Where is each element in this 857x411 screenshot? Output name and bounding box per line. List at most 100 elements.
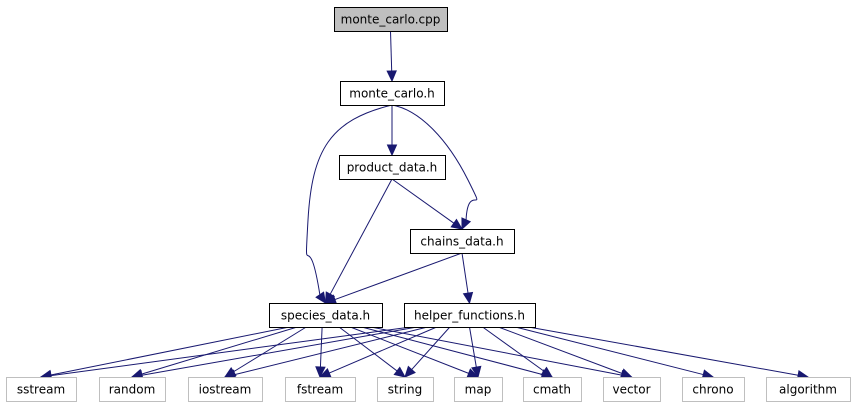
node-box [682, 377, 745, 402]
node-map[interactable]: map [454, 377, 503, 402]
edge-line [469, 326, 477, 368]
arrowhead-icon [471, 365, 482, 379]
edge-line [306, 104, 393, 295]
edge-line [515, 326, 704, 376]
node-label: iostream [199, 383, 252, 397]
node-box [340, 81, 445, 106]
edge-helper_functions_h-to-string [404, 326, 451, 378]
arrowhead-icon [386, 144, 398, 157]
node-random[interactable]: random [99, 377, 166, 402]
edge-line [498, 326, 623, 374]
node-box [334, 7, 448, 32]
edge-monte_carlo_cpp-to-monte_carlo_h [386, 30, 397, 83]
node-label: random [109, 383, 156, 397]
node-box [339, 155, 446, 180]
node-box [269, 303, 383, 328]
node-algorithm[interactable]: algorithm [766, 377, 851, 402]
node-box [410, 229, 515, 254]
node-box [377, 377, 434, 402]
edge-line [334, 252, 463, 301]
arrowhead-icon [315, 291, 327, 305]
edge-line [528, 326, 799, 376]
node-box [603, 377, 661, 402]
arrowhead-icon [315, 366, 326, 379]
node-label: map [465, 383, 492, 397]
arrowhead-icon [461, 217, 472, 231]
node-monte-carlo-cpp[interactable]: monte_carlo.cpp [334, 7, 448, 32]
arrowhead-icon [450, 218, 463, 230]
edge-line [328, 326, 437, 374]
edge-product_data_h-to-chains_data_h [391, 178, 463, 230]
edge-monte_carlo_h-to-chains_data_h [391, 104, 478, 231]
node-species-data-h[interactable]: species_data.h [269, 303, 383, 328]
node-sstream[interactable]: sstream [6, 377, 77, 402]
edge-helper_functions_h-to-chrono [515, 326, 715, 380]
edge-monte_carlo_h-to-product_data_h [386, 105, 398, 157]
edge-helper_functions_h-to-cmath [482, 326, 553, 378]
arrowhead-icon [393, 366, 406, 378]
arrowhead-icon [540, 366, 553, 378]
edge-line [329, 178, 393, 295]
edge-line [319, 326, 323, 368]
node-label: monte_carlo.cpp [341, 13, 441, 27]
edge-helper_functions_h-to-map [469, 326, 482, 379]
edge-line [390, 30, 393, 72]
node-label: string [388, 383, 422, 397]
node-label: species_data.h [281, 309, 370, 323]
edge-line [482, 326, 545, 372]
node-label: algorithm [779, 383, 837, 397]
edge-product_data_h-to-species_data_h [324, 178, 393, 305]
edge-species_data_h-to-cmath [361, 326, 554, 380]
node-product-data-h[interactable]: product_data.h [339, 155, 446, 180]
edge-line [370, 326, 622, 376]
node-label: helper_functions.h [414, 309, 525, 323]
node-label: fstream [297, 383, 343, 397]
node-vector[interactable]: vector [603, 377, 661, 402]
edge-line [361, 326, 543, 375]
node-label: vector [612, 383, 650, 397]
node-box [523, 377, 582, 402]
node-monte-carlo-h[interactable]: monte_carlo.h [340, 81, 445, 106]
edge-line [141, 326, 298, 375]
edge-line [234, 326, 428, 376]
node-box [454, 377, 503, 402]
edge-line [50, 326, 411, 377]
node-fstream[interactable]: fstream [285, 377, 356, 402]
node-box [99, 377, 166, 402]
arrowhead-icon [462, 291, 474, 305]
node-box [285, 377, 356, 402]
node-cmath[interactable]: cmath [523, 377, 582, 402]
nodes-layer: monte_carlo.cpp monte_carlo.h product_data… [6, 7, 851, 402]
edge-species_data_h-to-string [338, 326, 406, 378]
edge-species_data_h-to-fstream [315, 326, 326, 379]
node-chrono[interactable]: chrono [682, 377, 745, 402]
arrowhead-icon [404, 365, 416, 378]
edge-line [461, 252, 469, 294]
node-helper-functions-h[interactable]: helper_functions.h [404, 303, 536, 328]
node-string[interactable]: string [377, 377, 434, 402]
node-box [6, 377, 77, 402]
edges-layer [39, 30, 810, 381]
node-label: cmath [533, 383, 571, 397]
edge-species_data_h-to-iostream [223, 326, 307, 378]
edge-line [338, 326, 398, 372]
edge-chains_data_h-to-helper_functions_h [461, 252, 474, 305]
edge-helper_functions_h-to-sstream [39, 326, 411, 381]
node-label: monte_carlo.h [349, 87, 435, 101]
node-label: sstream [17, 383, 65, 397]
node-iostream[interactable]: iostream [188, 377, 263, 402]
node-box [404, 303, 536, 328]
node-label: chrono [692, 383, 733, 397]
edge-line [391, 104, 478, 220]
edge-helper_functions_h-to-fstream [318, 326, 437, 378]
edge-line [141, 326, 418, 376]
node-box [766, 377, 851, 402]
node-label: product_data.h [347, 161, 438, 175]
edge-line [411, 326, 451, 370]
node-label: chains_data.h [420, 235, 503, 249]
edge-monte_carlo_h-to-species_data_h [306, 104, 393, 305]
edge-line [233, 326, 307, 373]
edge-line [350, 326, 469, 374]
node-chains-data-h[interactable]: chains_data.h [410, 229, 515, 254]
